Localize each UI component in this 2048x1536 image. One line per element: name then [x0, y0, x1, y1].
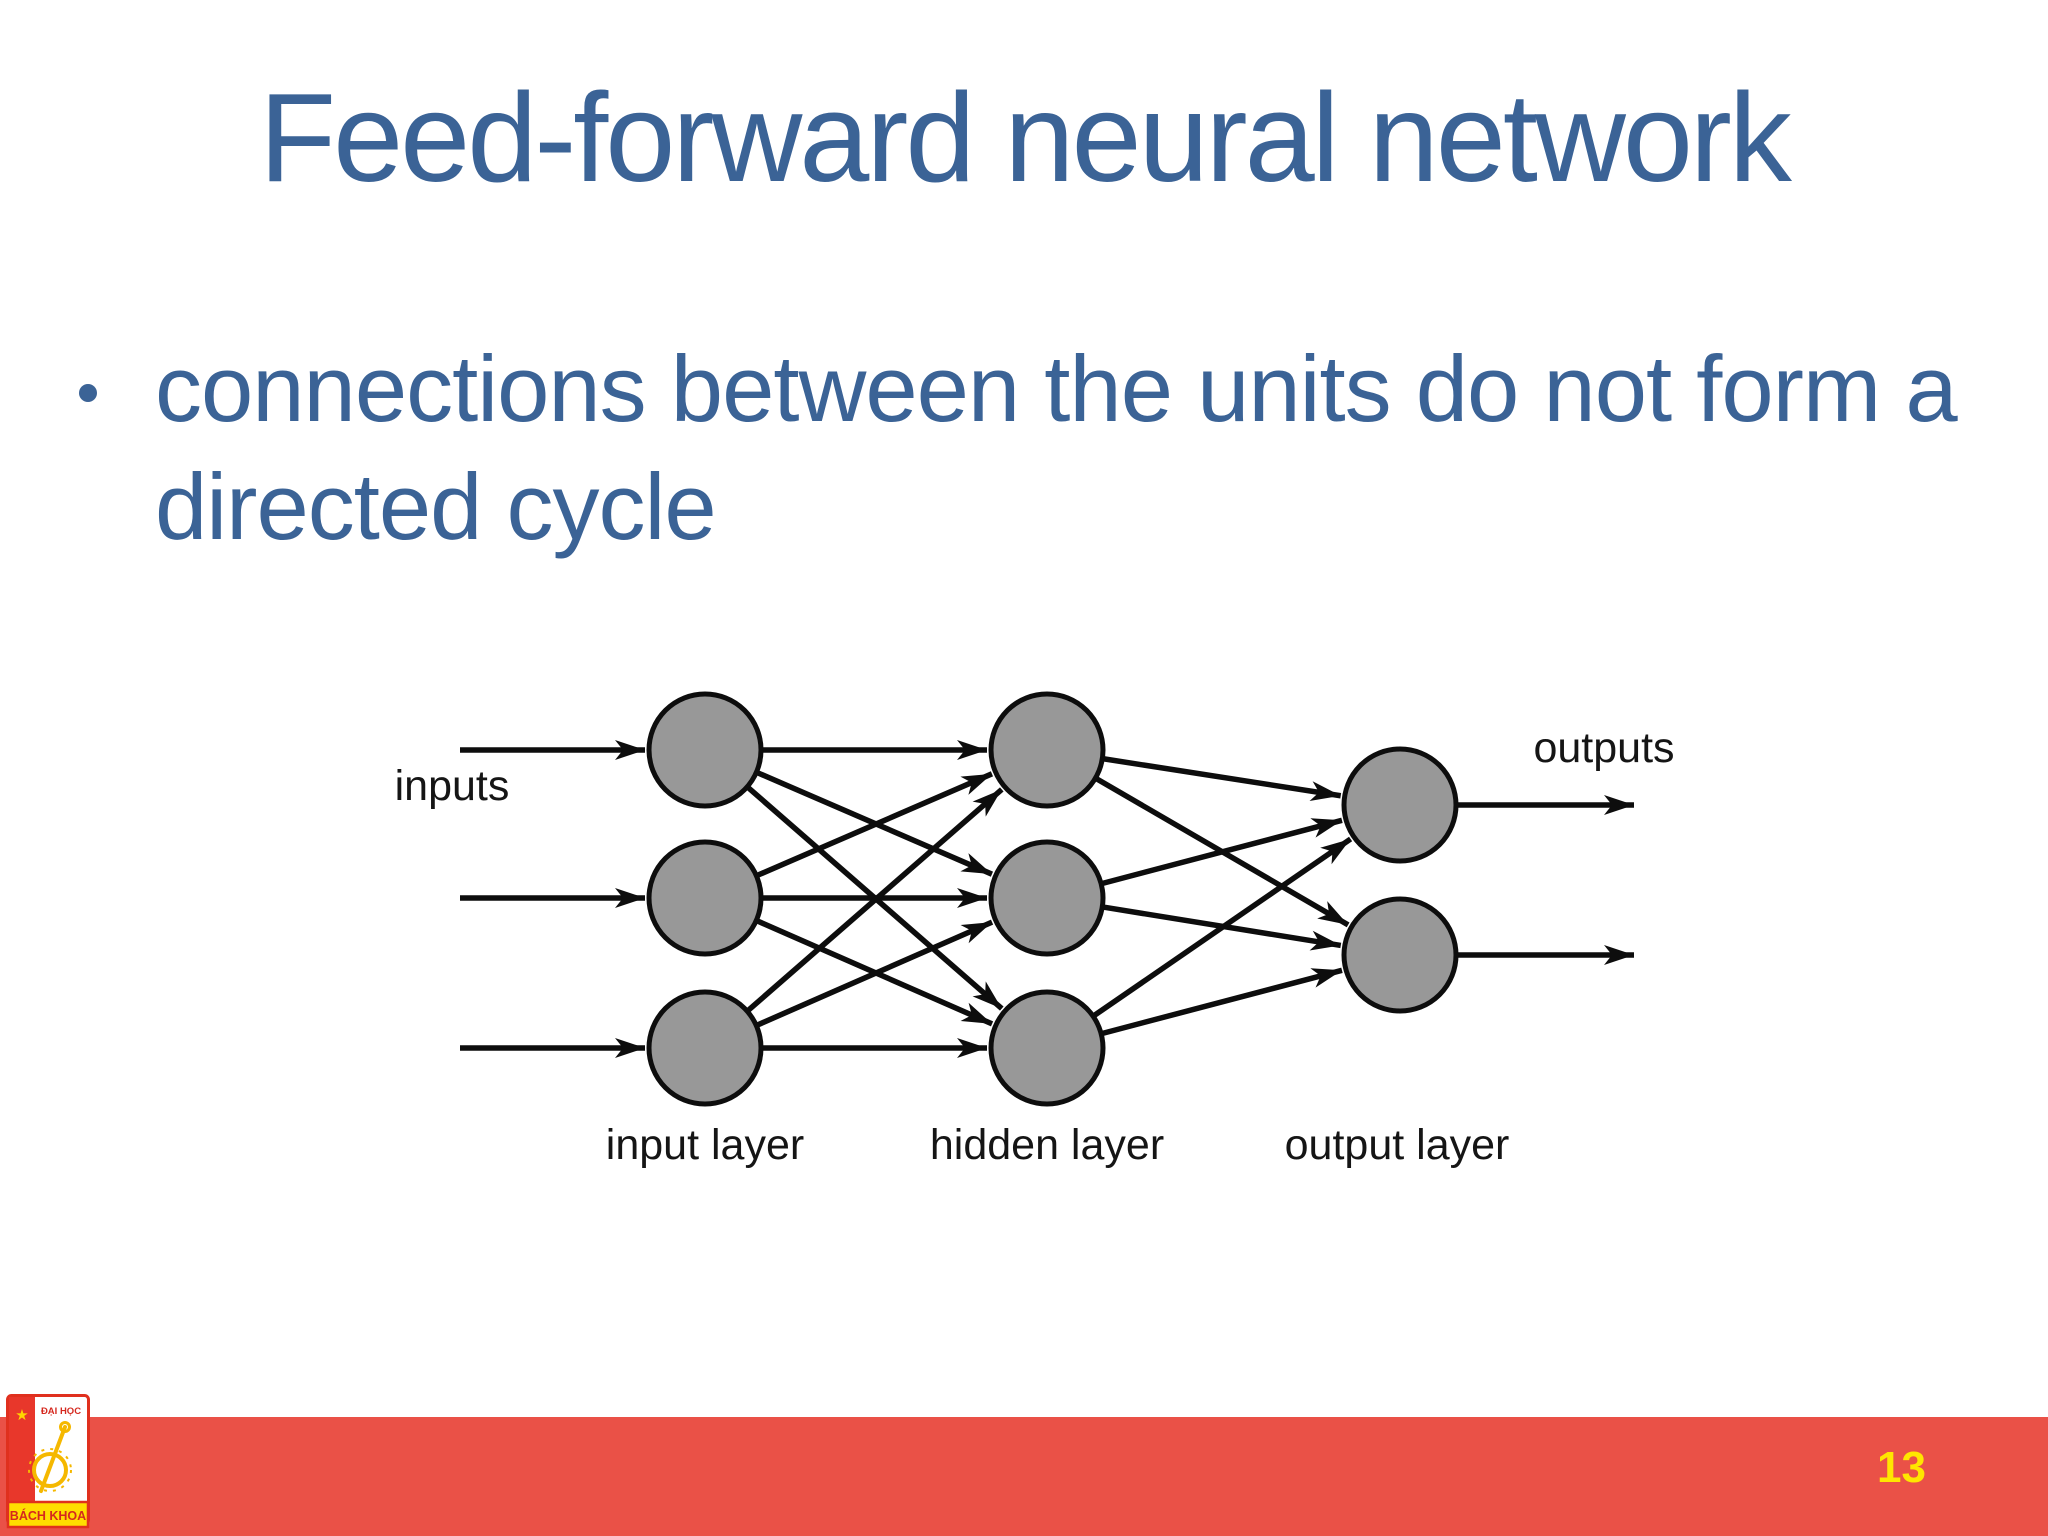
output-layer-node — [1341, 896, 1459, 1014]
input-layer-node — [646, 839, 764, 957]
logo-bottom-strip — [6, 1500, 90, 1529]
output-layer-label: output layer — [1285, 1121, 1510, 1169]
input-layer-label: input layer — [606, 1121, 804, 1169]
page-number: 13 — [1877, 1443, 1926, 1492]
input-layer-node — [646, 691, 764, 809]
hidden-layer-node — [988, 839, 1106, 957]
university-logo: ★ ĐẠI HỌC BÁCH KHOA — [6, 1394, 90, 1529]
bullet-text: connections between the units do not for… — [155, 330, 2035, 566]
outputs-label: outputs — [1533, 724, 1674, 772]
logo-star-icon: ★ — [15, 1407, 28, 1424]
bullet-point-icon — [79, 384, 97, 402]
connection-edge-hidden-output — [1101, 817, 1343, 887]
logo-school-text: BÁCH KHOA — [10, 1508, 86, 1523]
bullet-line-1: connections between the units do not for… — [155, 336, 1958, 441]
input-layer-node — [646, 989, 764, 1107]
connection-edge-hidden-output — [1102, 756, 1342, 802]
hidden-layer-node — [988, 691, 1106, 809]
connection-edge-hidden-output — [1092, 836, 1353, 1018]
slide-title: Feed-forward neural network — [259, 67, 1792, 208]
connection-edge-input-hidden — [746, 787, 1004, 1013]
connection-edge-input-hidden — [756, 919, 994, 1028]
hidden-layer-node — [988, 989, 1106, 1107]
output-layer-node — [1341, 746, 1459, 864]
hidden-layer-label: hidden layer — [930, 1121, 1164, 1169]
footer-bar — [0, 1417, 2048, 1536]
logo-compass-icon — [28, 1421, 72, 1493]
connection-edge-input-hidden — [756, 771, 994, 878]
logo-red-stripe — [9, 1397, 35, 1501]
logo-university-text: ĐẠI HỌC — [41, 1406, 81, 1417]
connection-edge-hidden-output — [1101, 967, 1343, 1037]
bullet-line-2: directed cycle — [155, 454, 717, 559]
inputs-label: inputs — [395, 762, 510, 810]
